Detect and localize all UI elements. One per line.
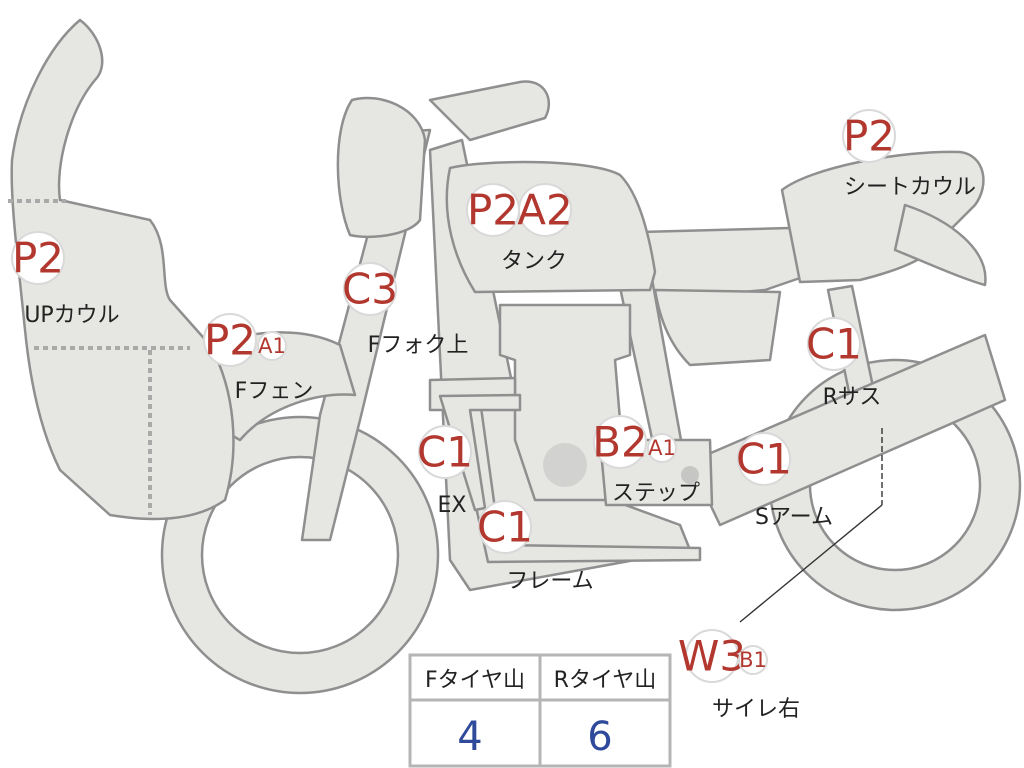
code-f-fender: P2 [204, 316, 256, 365]
frame-tube-shape [428, 80, 551, 142]
upper-cowl-shape [10, 18, 235, 521]
label-r-sus: Rサス [823, 385, 882, 410]
code-ex: C1 [417, 428, 473, 477]
headlight-shape [336, 96, 427, 239]
code-seat-cowl: P2 [843, 112, 895, 161]
part-r-sus: C1 Rサス [806, 317, 882, 410]
tread-header-front: Fタイヤ山 [425, 668, 525, 693]
part-step: B2 A1 ステップ [592, 415, 700, 506]
code-tank: P2 [467, 186, 519, 235]
tail-piece-shape [893, 203, 987, 287]
label-tank: タンク [501, 249, 567, 274]
part-rear-tire: W3 B1 サイレ右 [678, 629, 800, 722]
label-f-fork: Fフォク上 [368, 333, 469, 358]
label-seat-cowl: シートカウル [844, 175, 976, 200]
seat-cowl-shape [780, 150, 985, 284]
subcode-f-fender: A1 [258, 334, 286, 358]
code-f-fork: C3 [342, 265, 398, 314]
label-f-fender: Fフェン [235, 379, 314, 404]
tread-table: Fタイヤ山 Rタイヤ山 4 6 [408, 653, 672, 768]
subcode-rear-tire: B1 [739, 648, 767, 672]
part-tank: P2 A2 タンク [466, 183, 573, 274]
label-frame: フレーム [506, 569, 593, 594]
code-frame: C1 [477, 503, 533, 552]
code-step: B2 [592, 418, 648, 467]
part-s-arm: C1 Sアーム [736, 432, 833, 530]
subcode-step: A1 [648, 436, 676, 460]
tread-value-rear: 6 [587, 714, 612, 760]
part-up-cowl: P2 UPカウル [11, 231, 120, 328]
subcode-tank: A2 [517, 186, 572, 235]
front-wheel [160, 415, 440, 695]
step-peg [681, 466, 699, 484]
label-rear-tire: サイレ右 [712, 697, 800, 722]
label-up-cowl: UPカウル [24, 303, 119, 328]
tread-header-rear: Rタイヤ山 [554, 668, 657, 693]
code-s-arm: C1 [736, 435, 792, 484]
code-up-cowl: P2 [12, 234, 64, 283]
label-s-arm: Sアーム [755, 505, 833, 530]
engine-cover [543, 443, 587, 487]
part-seat-cowl: P2 シートカウル [842, 109, 976, 200]
exhaust-upper-shape [438, 393, 522, 512]
code-r-sus: C1 [806, 320, 862, 369]
part-f-fender: P2 A1 Fフェン [203, 313, 314, 404]
tail-lower-shape [653, 288, 782, 367]
part-frame: C1 フレーム [477, 500, 594, 594]
label-step: ステップ [612, 481, 700, 506]
part-ex: C1 EX [417, 425, 473, 518]
label-ex: EX [438, 493, 467, 518]
seat-shape [638, 226, 802, 298]
part-f-fork: C3 Fフォク上 [342, 262, 469, 358]
code-rear-tire: W3 [678, 632, 746, 681]
tread-value-front: 4 [457, 714, 482, 760]
